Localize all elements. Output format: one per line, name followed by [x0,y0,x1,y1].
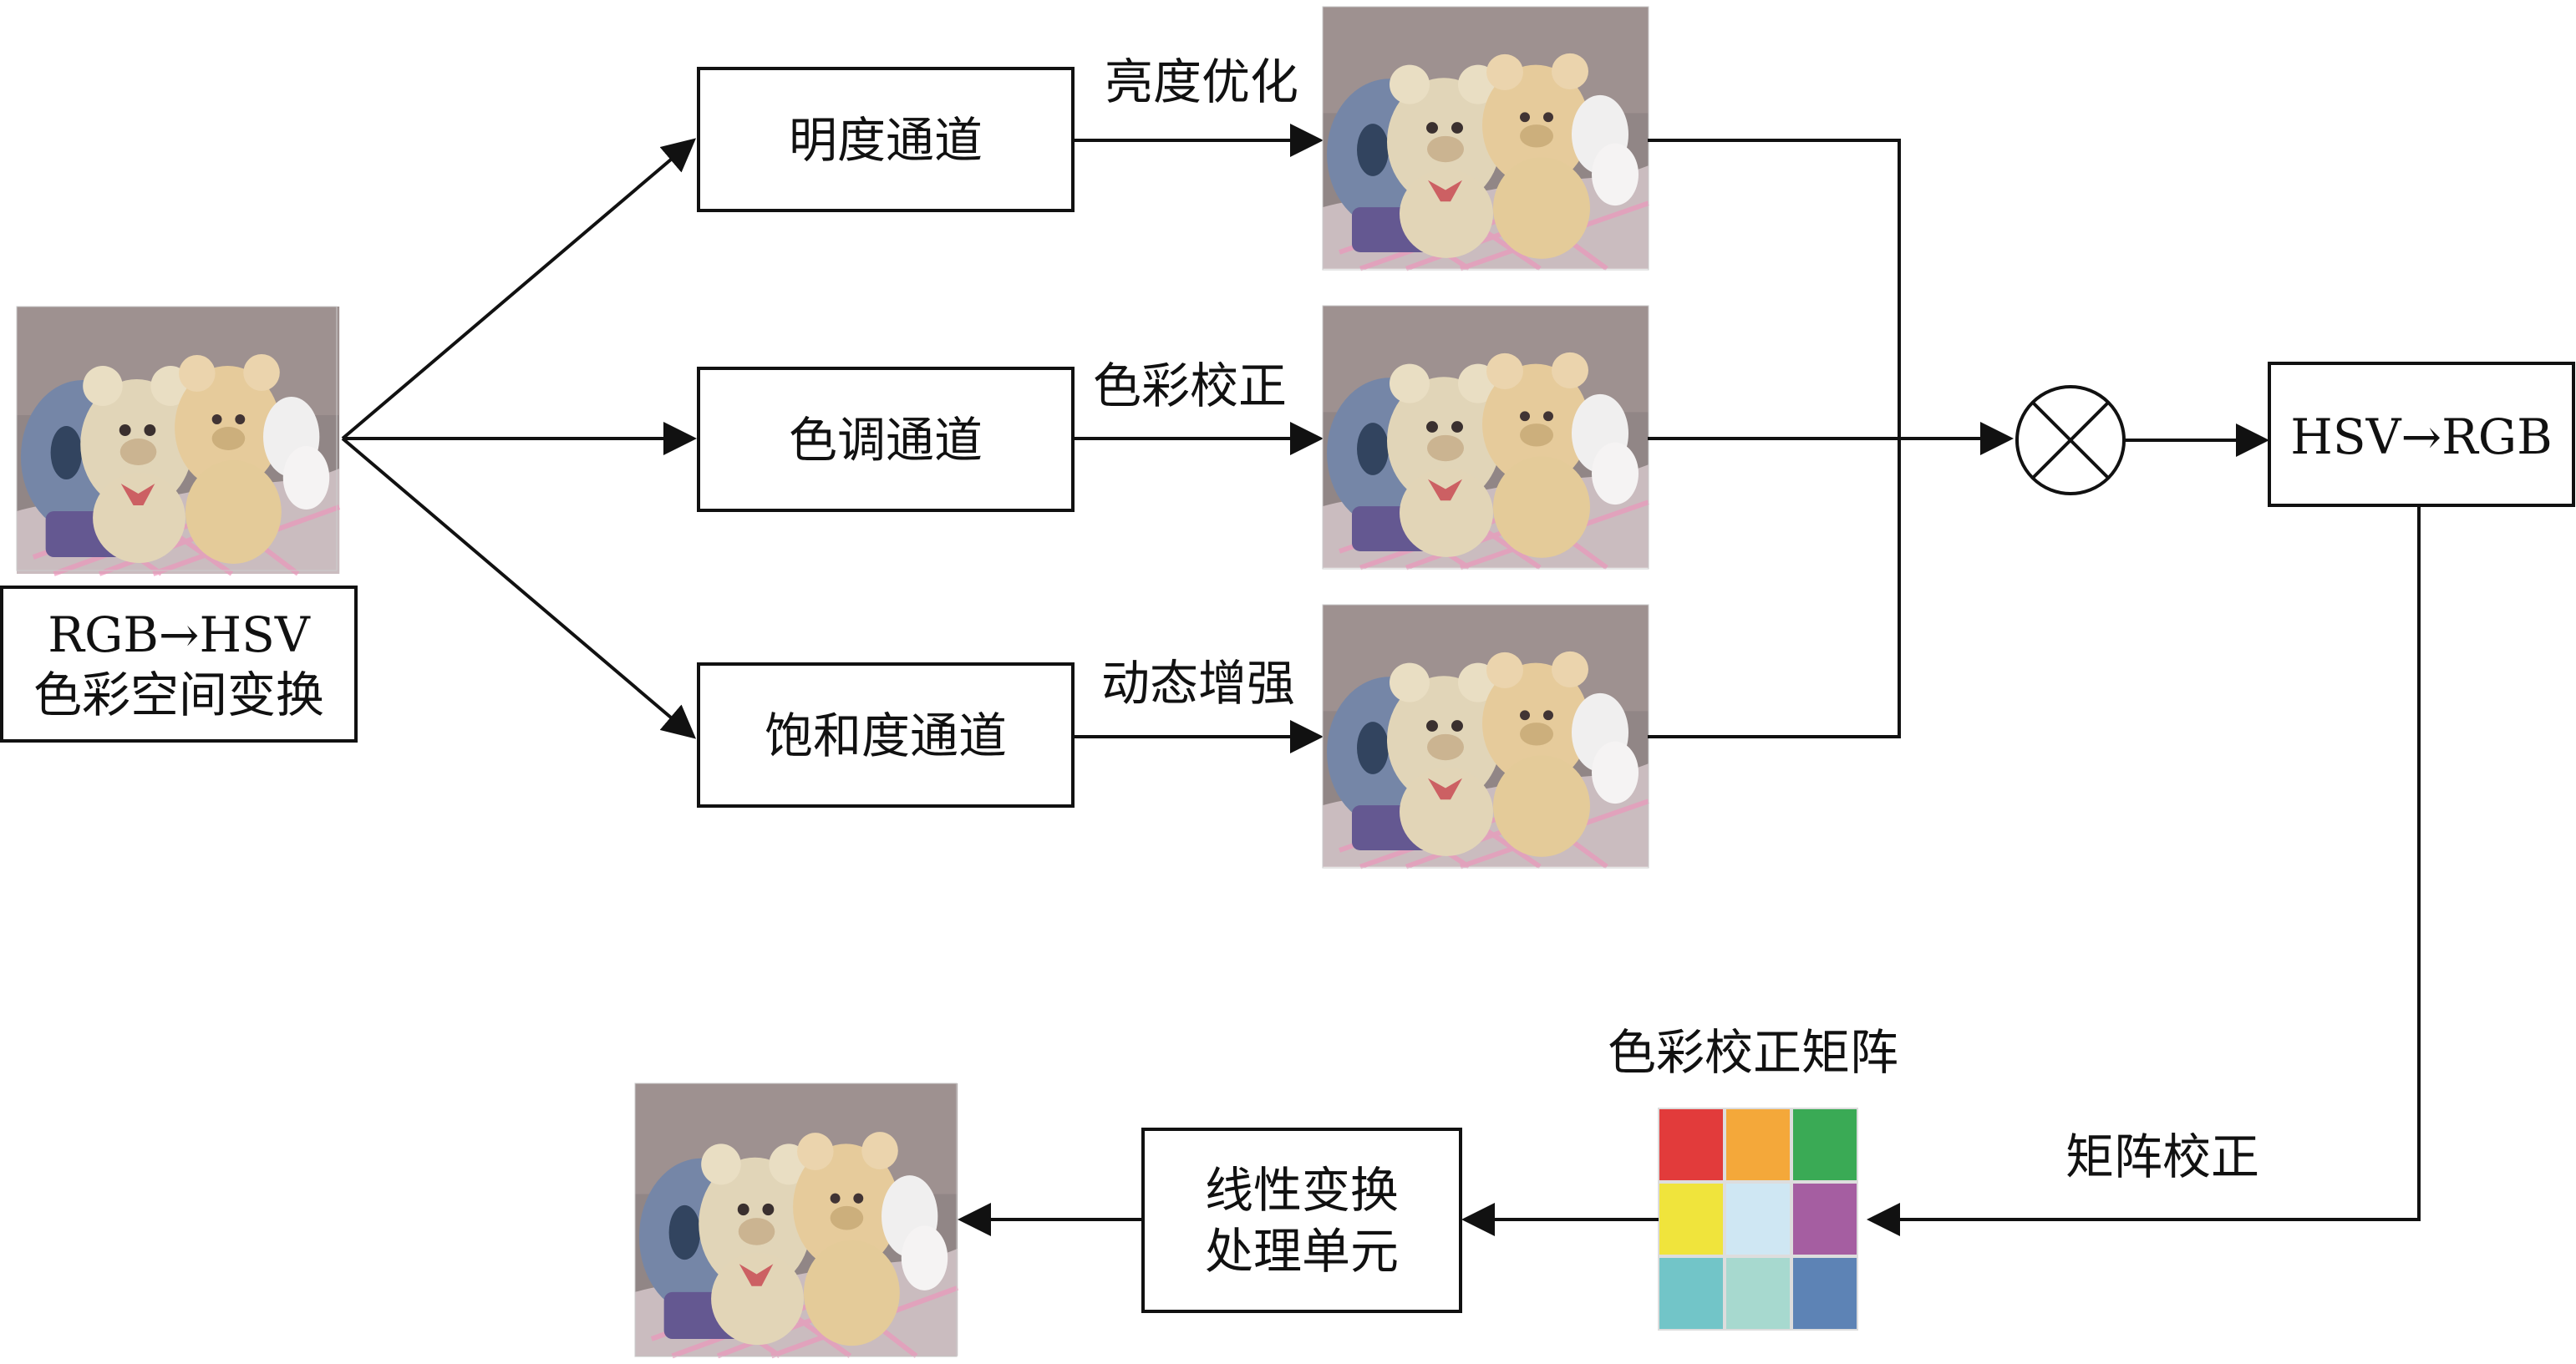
multiply-node [2015,385,2126,495]
linear-unit-line2: 处理单元 [1205,1223,1399,1280]
arrow-to-color-matrix [1867,505,2421,1236]
matrix-cell-7 [1658,1256,1725,1331]
hsv-to-rgb-label: HSV→RGB [2290,408,2552,465]
value-merge-line [1648,139,1901,439]
rgb-to-hsv-box: RGB→HSV 色彩空间变换 [0,586,358,743]
saturation-channel-box: 饱和度通道 [697,662,1075,808]
hue-channel-box: 色调通道 [697,367,1075,512]
color-correction-matrix [1658,1108,1858,1331]
matrix-cell-9 [1791,1256,1858,1331]
matrix-cell-1 [1658,1108,1725,1182]
hue-output-photo [1323,306,1649,569]
rgb-to-hsv-line2: 色彩空间变换 [33,667,324,723]
hue-channel-label: 色调通道 [789,412,983,469]
matrix-cell-5 [1725,1182,1791,1256]
arrow-to-value-channel [341,138,697,440]
color-correction-label: 色彩校正 [1093,357,1287,414]
saturation-channel-label: 饱和度通道 [765,707,1007,764]
matrix-cell-2 [1725,1108,1791,1182]
hsv-to-rgb-box: HSV→RGB [2268,362,2575,507]
matrix-cell-4 [1658,1182,1725,1256]
dynamic-enhancement-label: 动态增强 [1101,655,1295,712]
matrix-correction-label: 矩阵校正 [2065,1128,2259,1185]
matrix-cell-6 [1791,1182,1858,1256]
value-channel-box: 明度通道 [697,67,1075,212]
color-matrix-title: 色彩校正矩阵 [1608,1024,1898,1081]
matrix-cell-3 [1791,1108,1858,1182]
linear-unit-line1: 线性变换 [1205,1162,1399,1219]
matrix-cell-8 [1725,1256,1791,1331]
linear-transform-unit-box: 线性变换 处理单元 [1141,1128,1462,1313]
arrow-to-saturation-channel [341,437,697,739]
saturation-output-photo [1323,605,1649,868]
value-channel-label: 明度通道 [789,112,983,169]
rgb-to-hsv-line1: RGB→HSV [48,606,311,663]
value-output-photo [1323,7,1649,270]
brightness-optimization-label: 亮度优化 [1105,53,1298,110]
input-photo [17,307,339,574]
saturation-merge-line [1648,439,1901,738]
final-output-photo [635,1083,958,1356]
